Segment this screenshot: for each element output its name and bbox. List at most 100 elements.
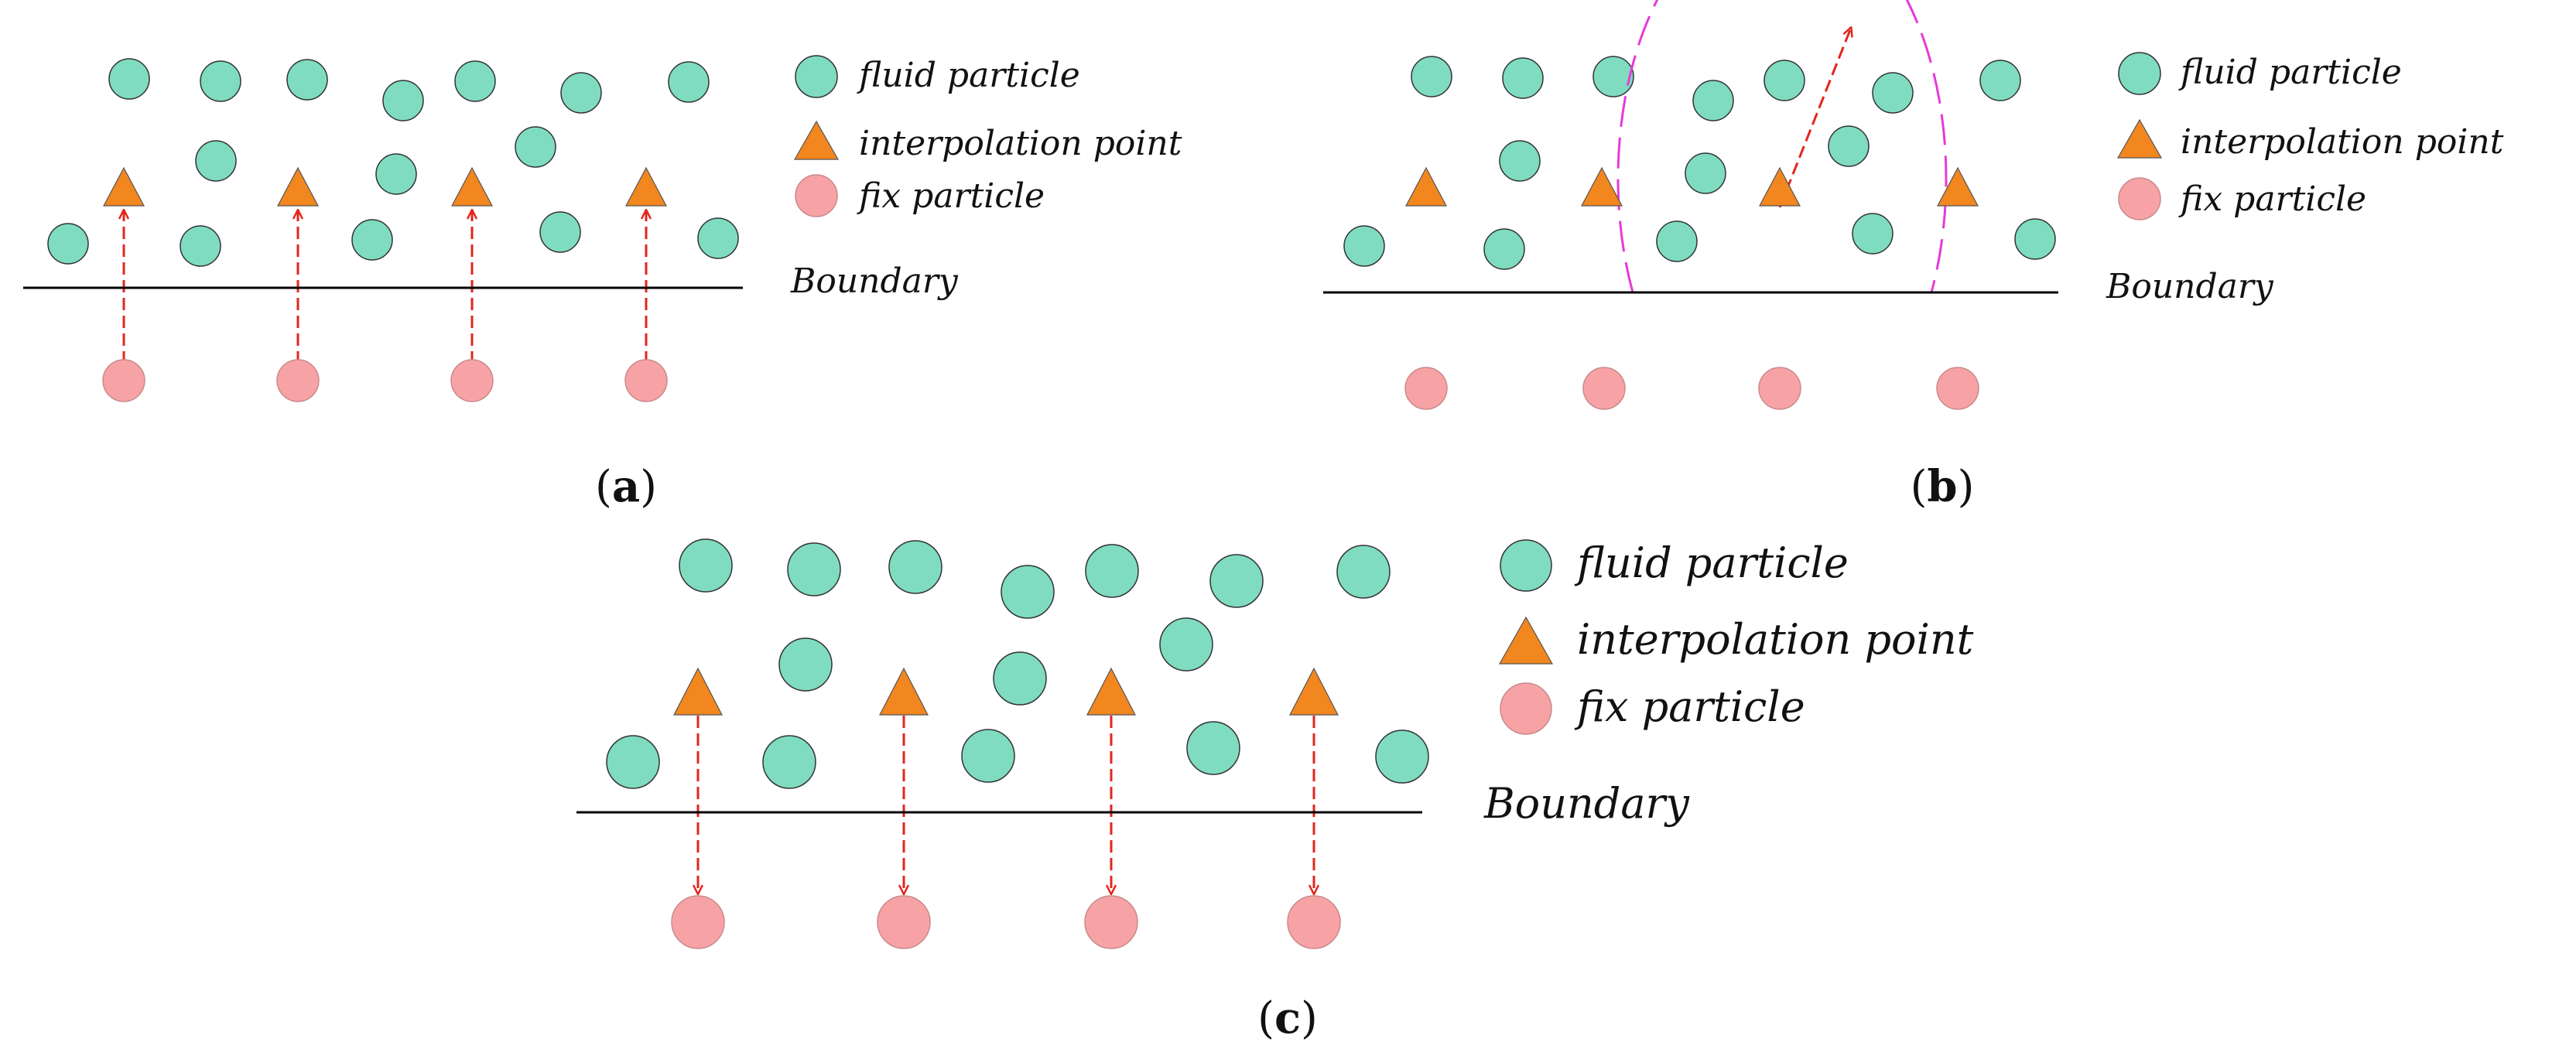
fluid-particle	[180, 225, 221, 267]
fluid-particle	[1085, 544, 1139, 598]
fluid-particle	[200, 60, 241, 102]
panel-c-arrows	[698, 716, 1314, 894]
fluid-particle	[351, 219, 393, 261]
interpolation-point	[1581, 166, 1623, 207]
interpolation-point	[451, 166, 493, 207]
fix-particle	[102, 359, 145, 402]
legend-fix-icon	[1500, 682, 1552, 735]
panel-c-fluid-particles	[606, 538, 1429, 789]
fluid-particle	[382, 80, 424, 121]
fluid-particle	[1592, 56, 1634, 97]
fix-particle	[1404, 367, 1448, 410]
fluid-particle	[286, 59, 328, 101]
fluid-particle	[778, 637, 833, 692]
legend-interpolation-label: interpolation point	[2181, 122, 2504, 162]
fluid-particle	[1502, 57, 1544, 99]
interpolation-point	[277, 166, 319, 207]
legend-interpolation-icon	[1498, 616, 1554, 665]
panel-a-interpolation-points	[103, 166, 667, 207]
fluid-particle	[668, 61, 710, 103]
fluid-particle	[1764, 60, 1805, 101]
interpolation-point	[103, 166, 145, 207]
panel-c: fluid particle interpolation point fix p…	[576, 538, 1974, 1044]
fluid-particle	[993, 651, 1047, 706]
fluid-particle	[1979, 60, 2021, 101]
boundary-label: Boundary	[2106, 267, 2274, 306]
legend-fix-label: fix particle	[857, 176, 1045, 216]
fluid-particle	[375, 153, 417, 195]
legend-interpolation-label: interpolation point	[1577, 615, 1974, 664]
legend-interpolation-icon	[2116, 118, 2163, 159]
boundary-label: Boundary	[1483, 779, 1690, 828]
fluid-particle	[1499, 140, 1541, 182]
panel-b: fluid particle interpolation point fix p…	[1323, 0, 2504, 512]
legend-fix-icon	[2118, 177, 2161, 220]
panel-c-interpolation-points	[673, 667, 1339, 716]
fluid-particle	[1828, 125, 1870, 167]
panel-c-legend: fluid particle interpolation point fix p…	[1483, 538, 1974, 828]
legend-fluid-icon	[2118, 52, 2161, 95]
legend-fluid-label: fluid particle	[2178, 53, 2402, 92]
fluid-particle	[1186, 721, 1240, 775]
support-radius-arrow	[1778, 28, 1851, 208]
interpolation-point	[625, 166, 667, 207]
fluid-particle	[1001, 565, 1055, 619]
interpolation-point	[1086, 667, 1136, 716]
interpolation-point	[879, 667, 929, 716]
legend-fluid-icon	[795, 55, 838, 98]
fluid-particle	[1852, 213, 1894, 255]
fluid-particle	[539, 211, 581, 253]
fluid-particle	[454, 60, 496, 102]
legend-fix-label: fix particle	[1574, 682, 1805, 731]
fluid-particle	[1209, 554, 1264, 608]
panel-c-caption: (c)	[1257, 993, 1318, 1044]
fluid-particle	[1685, 152, 1726, 194]
panel-a-caption: (a)	[595, 461, 657, 512]
panel-b-legend: fluid particle interpolation point fix p…	[2106, 52, 2504, 306]
fluid-particle	[679, 538, 733, 593]
fix-particle	[450, 359, 494, 402]
fluid-particle	[1656, 220, 1698, 262]
fluid-particle	[1411, 56, 1452, 97]
support-domain-circle	[1616, 0, 1948, 293]
fluid-particle	[888, 540, 942, 594]
fix-particle	[624, 359, 668, 402]
fix-particle	[877, 895, 931, 949]
legend-interpolation-icon	[793, 120, 840, 160]
fix-particle	[1936, 367, 1979, 410]
fluid-particle	[762, 735, 816, 789]
fluid-particle	[515, 126, 556, 168]
fluid-particle	[1375, 730, 1429, 784]
fluid-particle	[787, 542, 841, 596]
fix-particle	[1758, 367, 1801, 410]
legend-fluid-label: fluid particle	[1574, 538, 1849, 587]
fluid-particle	[2014, 218, 2056, 260]
fluid-particle	[108, 58, 150, 100]
fix-particle	[276, 359, 320, 402]
panel-c-fix-particles	[671, 895, 1341, 949]
interpolation-point	[673, 667, 723, 716]
fluid-particle	[1483, 228, 1525, 270]
fluid-particle	[195, 140, 237, 182]
interpolation-point	[1759, 166, 1801, 207]
legend-fluid-icon	[1500, 539, 1552, 592]
panel-a-legend: fluid particle interpolation point fix p…	[790, 55, 1182, 301]
legend-fluid-label: fluid particle	[857, 56, 1080, 95]
fluid-particle	[47, 223, 89, 265]
panel-b-interpolation-points	[1405, 166, 1979, 207]
panel-a: fluid particle interpolation point fix p…	[23, 55, 1182, 512]
fluid-particle	[606, 735, 660, 789]
legend-fix-icon	[795, 174, 838, 217]
interpolation-point	[1405, 166, 1447, 207]
fluid-particle	[1336, 545, 1391, 599]
fluid-particle	[560, 72, 602, 114]
panel-a-fix-particles	[102, 359, 668, 402]
panel-b-fix-particles	[1404, 367, 1979, 410]
fix-particle	[671, 895, 725, 949]
panel-a-fluid-particles	[47, 58, 739, 267]
fluid-particle	[697, 217, 739, 259]
fluid-particle	[1159, 617, 1213, 672]
interpolation-point	[1937, 166, 1979, 207]
fix-particle	[1084, 895, 1138, 949]
